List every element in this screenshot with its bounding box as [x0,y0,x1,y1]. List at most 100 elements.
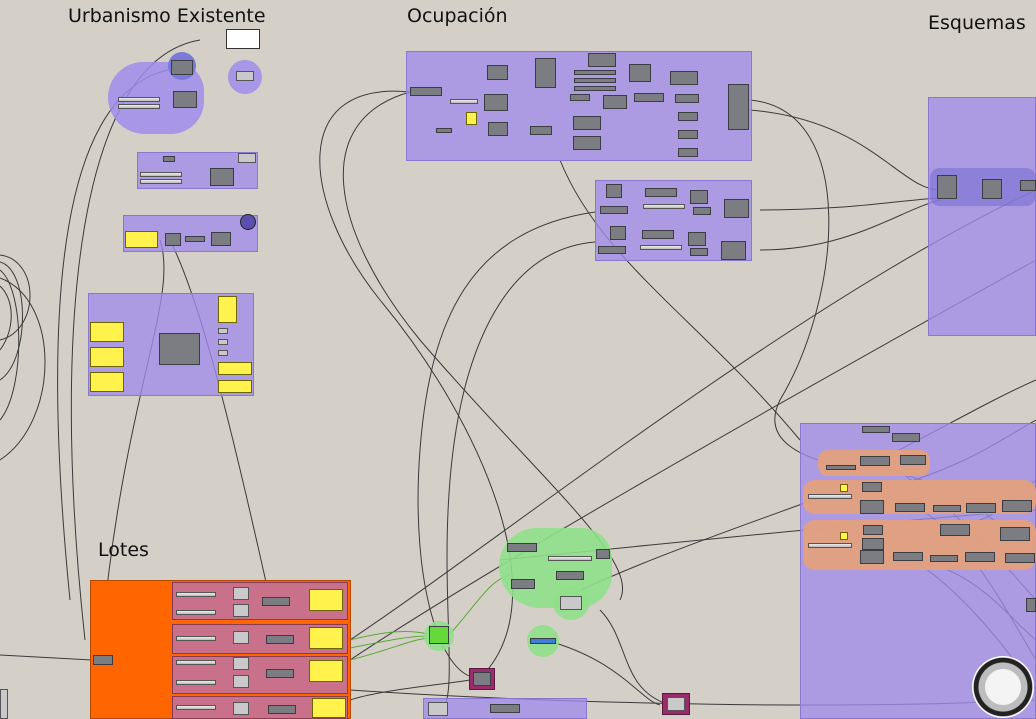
component-node[interactable] [982,179,1002,199]
number-slider[interactable] [640,245,682,250]
component-node[interactable] [690,190,708,204]
component-node[interactable] [860,500,884,514]
component-node[interactable] [238,153,256,163]
number-slider[interactable] [176,636,216,641]
component-node[interactable] [600,206,628,214]
component-node[interactable] [678,130,698,139]
number-slider[interactable] [176,705,216,710]
component-node[interactable] [826,465,856,470]
component-node[interactable] [862,426,890,433]
component-node[interactable] [428,702,448,716]
number-slider[interactable] [118,97,160,102]
component-node[interactable] [603,95,627,109]
yellow-panel[interactable] [90,347,124,367]
component-node[interactable] [233,657,249,670]
component-node[interactable] [159,333,200,365]
component-node[interactable] [667,697,685,711]
yellow-panel[interactable] [90,322,124,342]
component-node[interactable] [1005,553,1035,563]
component-node[interactable] [490,704,520,713]
component-node[interactable] [233,631,249,644]
component-node[interactable] [634,93,664,102]
blue-component[interactable] [530,638,556,644]
component-node[interactable] [966,503,996,513]
component-node[interactable] [233,702,249,715]
component-node[interactable] [218,339,228,345]
component-node[interactable] [933,505,961,512]
component-node[interactable] [573,116,601,130]
navigation-wheel-icon[interactable] [972,656,1034,718]
component-node[interactable] [488,122,508,136]
component-node[interactable] [530,126,552,135]
component-node[interactable] [642,230,674,239]
number-slider[interactable] [176,610,216,615]
component-node[interactable] [1026,598,1036,612]
component-node[interactable] [900,455,926,465]
component-node[interactable] [473,672,491,686]
component-node[interactable] [236,71,254,81]
number-slider[interactable] [176,660,216,665]
yellow-panel[interactable] [840,484,848,492]
number-slider[interactable] [118,104,160,109]
component-node[interactable] [507,543,537,552]
component-node[interactable] [1002,500,1032,512]
number-slider[interactable] [140,179,182,184]
component-node[interactable] [560,596,582,610]
component-node[interactable] [436,128,452,133]
component-node[interactable] [574,70,616,75]
component-node[interactable] [535,58,556,88]
component-node[interactable] [171,60,193,75]
component-node[interactable] [930,555,958,562]
component-node[interactable] [1000,527,1030,541]
component-node[interactable] [598,246,626,254]
component-node[interactable] [573,136,601,150]
component-node[interactable] [211,232,231,246]
component-node[interactable] [574,86,616,91]
yellow-panel[interactable] [309,660,343,682]
component-node[interactable] [93,655,113,665]
component-node[interactable] [724,199,749,218]
component-node[interactable] [892,433,920,442]
component-node[interactable] [588,53,616,67]
component-node[interactable] [895,503,925,512]
component-node[interactable] [210,168,234,186]
toggle-node[interactable] [240,214,256,230]
component-node[interactable] [690,248,708,256]
component-node[interactable] [233,675,249,688]
esquemas-group[interactable] [928,97,1036,336]
yellow-panel[interactable] [312,698,346,718]
green-component[interactable] [429,626,449,644]
component-node[interactable] [728,84,749,130]
component-node[interactable] [410,87,442,96]
component-node[interactable] [862,538,884,550]
component-node[interactable] [693,207,711,215]
component-node[interactable] [511,579,535,589]
number-slider[interactable] [176,680,216,685]
number-slider[interactable] [808,494,852,499]
number-slider[interactable] [176,592,216,597]
yellow-panel[interactable] [218,362,252,375]
component-node[interactable] [606,184,622,198]
component-node[interactable] [233,587,249,600]
component-node[interactable] [185,236,205,242]
component-node[interactable] [487,65,508,80]
component-node[interactable] [860,550,884,564]
yellow-panel[interactable] [218,380,252,393]
component-node[interactable] [862,482,882,492]
component-node[interactable] [610,226,626,240]
component-node[interactable] [965,552,995,562]
component-node[interactable] [629,64,651,82]
component-node[interactable] [1020,180,1036,191]
yellow-panel[interactable] [466,112,477,125]
number-slider[interactable] [140,172,182,177]
component-node[interactable] [675,94,699,103]
component-node[interactable] [670,71,698,85]
component-node[interactable] [266,635,294,644]
yellow-panel[interactable] [309,589,343,611]
component-node[interactable] [863,525,883,535]
component-node[interactable] [218,328,228,334]
component-node[interactable] [165,233,181,246]
component-node[interactable] [574,78,616,83]
component-node[interactable] [937,175,957,199]
